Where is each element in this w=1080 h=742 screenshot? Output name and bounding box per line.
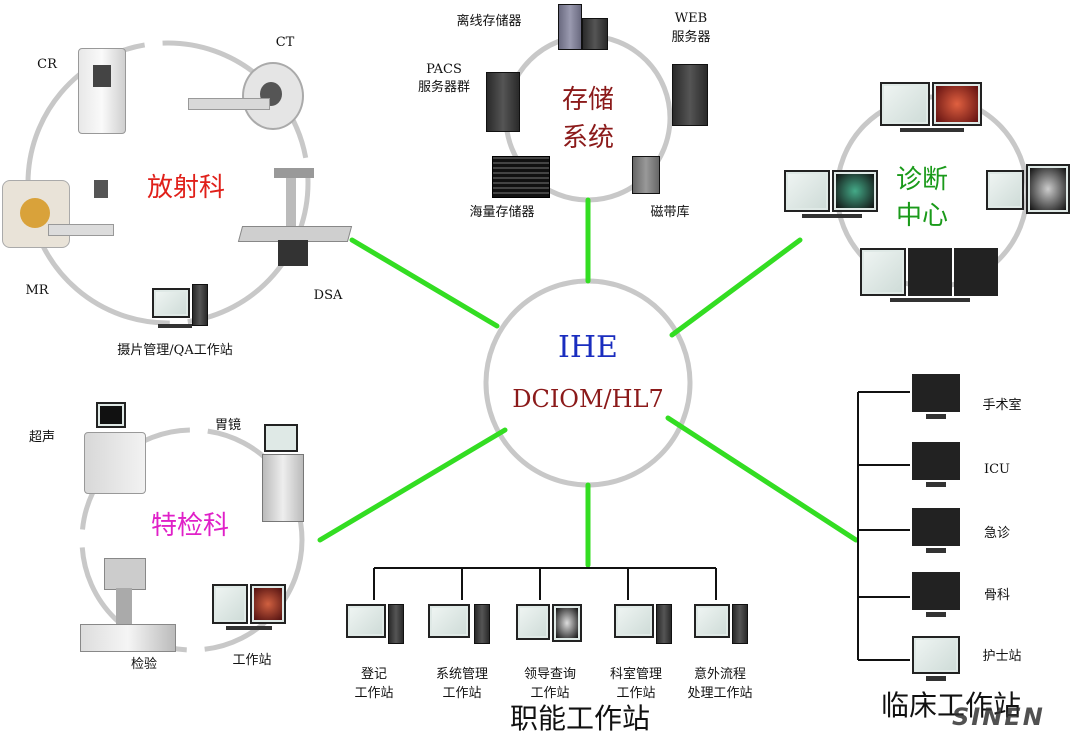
watermark-logo: SINEN [952, 703, 1045, 731]
link-radiology [349, 237, 500, 329]
functional-item-label-line2: 工作站 [442, 686, 482, 701]
functional-item-label-line2: 工作站 [354, 686, 394, 701]
dsa-label: DSA [313, 288, 343, 303]
functional-item-label-line1: 领导查询 [523, 667, 576, 682]
ct-label: CT [275, 35, 295, 50]
link-clinical [665, 415, 859, 543]
ultrasound-label: 超声 [28, 430, 55, 445]
dsa-device-icon [237, 168, 353, 268]
lab-label: 检验 [130, 657, 157, 672]
functional-item-label-line1: 登记 [360, 667, 387, 682]
center-title: IHE [558, 330, 618, 365]
special-ring [79, 427, 305, 653]
clinical-monitor-icon [912, 572, 960, 620]
functional-item-label-line1: 科室管理 [609, 667, 662, 682]
diagnosis-title-line2: 中心 [895, 201, 948, 231]
clinical-item-label: 急诊 [983, 526, 1010, 541]
functional-item-label-line2: 工作站 [530, 686, 570, 701]
diagnosis-workstation-right-icon [986, 164, 1072, 222]
clinical-item-label: ICU [983, 462, 1011, 477]
mass-storage-icon [492, 156, 550, 198]
qa-label: 摄片管理/QA工作站 [117, 343, 233, 358]
gastroscope-device-icon [260, 424, 304, 522]
pacs-label-line1: PACS [426, 62, 462, 77]
ct-device-icon [188, 62, 304, 134]
clinical-monitor-icon [912, 636, 960, 684]
functional-item-label-line2: 处理工作站 [687, 686, 753, 701]
clinical-item-label: 护士站 [982, 649, 1022, 664]
diagnosis-title-line1: 诊断 [895, 165, 948, 195]
functional-item-label-line1: 意外流程 [693, 667, 746, 682]
pacs-server-icon [486, 72, 520, 132]
special-workstation-label: 工作站 [232, 653, 272, 668]
diagnosis-workstation-top-icon [880, 82, 984, 136]
gastroscope-label: 胃镜 [214, 418, 241, 433]
mass-storage-label: 海量存储器 [469, 205, 535, 220]
special-workstation-icon [212, 584, 286, 634]
functional-workstation-icon [614, 604, 672, 648]
clinical-title: 临床工作站 [880, 689, 1021, 722]
functional-workstation-icon [516, 604, 584, 648]
mr-label: MR [25, 283, 49, 298]
tape-library-label: 磁带库 [650, 205, 690, 220]
functional-workstation-icon [428, 604, 492, 648]
offline-storage-icon [548, 4, 608, 52]
functional-item-label-line1: 系统管理 [435, 667, 488, 682]
storage-title-line1: 存储 [561, 85, 614, 115]
link-special [317, 427, 508, 543]
radiology-title: 放射科 [146, 173, 225, 203]
pacs-label-line2: 服务器群 [417, 80, 470, 95]
clinical-monitor-icon [912, 374, 960, 422]
ultrasound-device-icon [84, 402, 148, 496]
center-subtitle: DCIOM/HL7 [512, 385, 664, 413]
storage-title-line2: 系统 [561, 123, 614, 153]
lab-microscope-icon [80, 558, 176, 654]
cr-device-icon [78, 48, 126, 134]
functional-item-label-line2: 工作站 [616, 686, 656, 701]
web-server-label-line2: 服务器 [671, 30, 711, 45]
qa-workstation-icon [152, 284, 210, 332]
special-title: 特检科 [150, 511, 229, 541]
diagnosis-workstation-left-icon [784, 170, 880, 222]
link-diagnosis [669, 237, 803, 338]
offline-storage-label: 离线存储器 [456, 14, 522, 29]
web-server-icon [672, 64, 708, 126]
cr-label: CR [37, 57, 57, 72]
clinical-monitor-icon [912, 508, 960, 556]
functional-workstation-icon [346, 604, 406, 648]
functional-workstation-icon [694, 604, 748, 648]
clinical-item-label: 骨科 [983, 588, 1010, 603]
clinical-monitor-icon [912, 442, 960, 490]
functional-title: 职能工作站 [509, 702, 650, 735]
mr-device-icon [2, 180, 114, 252]
diagnosis-workstation-bottom-icon [860, 248, 1000, 306]
web-server-label-line1: WEB [674, 11, 708, 26]
tape-library-icon [632, 156, 660, 194]
clinical-item-label: 手术室 [982, 398, 1022, 413]
